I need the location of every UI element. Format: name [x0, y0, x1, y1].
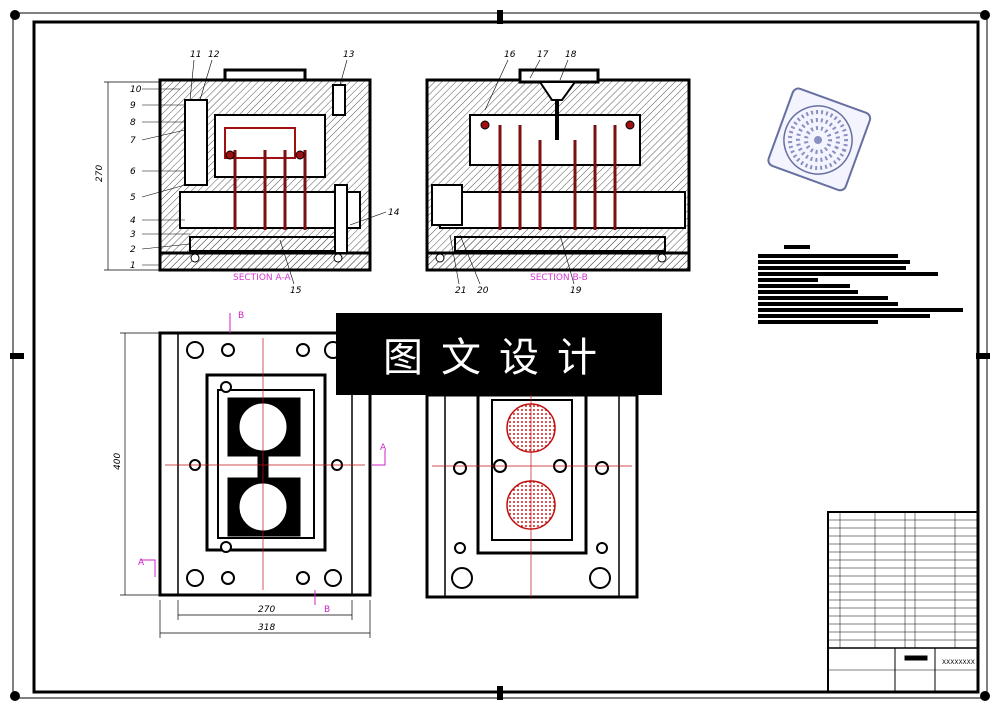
- technical-notes-redacted: [758, 245, 963, 324]
- part-label-12: 12: [208, 50, 220, 60]
- part-label-9: 9: [130, 101, 136, 111]
- marker-a-right: A: [380, 443, 387, 453]
- part-label-20: 20: [477, 286, 489, 296]
- part-label-13: 13: [343, 50, 355, 60]
- part-label-6: 6: [130, 167, 136, 177]
- title-block-drawing-code: XXXXXXXX: [942, 659, 975, 666]
- section-aa-view: [158, 68, 372, 272]
- dim-plan-height-label: 400: [113, 453, 123, 470]
- part-labels-left: 10 9 8 7 6 5 4 3 2 1 11 12 13 14 15: [130, 50, 400, 296]
- part-label-11: 11: [190, 50, 201, 60]
- part-label-4: 4: [130, 216, 136, 226]
- watermark-banner: 图文设计: [336, 313, 662, 395]
- part-label-3: 3: [130, 230, 136, 240]
- marker-a-left: A: [138, 558, 145, 568]
- part-label-8: 8: [130, 118, 136, 128]
- frame-corner-marks: [10, 10, 990, 701]
- section-aa-title: SECTION A-A: [233, 273, 292, 283]
- marker-b-bottom: B: [324, 605, 330, 615]
- part-labels-right: 16 17 18 19 20 21: [455, 50, 582, 296]
- dim-overall-height-label: 270: [95, 165, 105, 182]
- title-block: [827, 511, 979, 693]
- part-label-5: 5: [130, 193, 136, 203]
- dim-outer-width-label: 318: [258, 623, 275, 633]
- part-label-18: 18: [565, 50, 577, 60]
- plan-view-fixed-half: [425, 386, 639, 599]
- leader-lines-right: [449, 59, 575, 285]
- section-bb-title: SECTION B-B: [530, 273, 588, 283]
- part-label-19: 19: [570, 286, 582, 296]
- product-3d-view: [767, 87, 872, 192]
- part-label-14: 14: [388, 208, 400, 218]
- part-label-17: 17: [537, 50, 549, 60]
- section-bb-view: [425, 68, 691, 272]
- part-label-1: 1: [130, 261, 136, 271]
- dim-plan: [120, 332, 371, 638]
- part-label-7: 7: [130, 136, 136, 146]
- plan-view-moving-half: [158, 331, 372, 597]
- part-label-10: 10: [130, 85, 142, 95]
- dim-overall-height: [104, 81, 160, 271]
- dim-inner-width-label: 270: [258, 605, 275, 615]
- part-label-16: 16: [504, 50, 516, 60]
- marker-b-top: B: [238, 311, 244, 321]
- part-label-15: 15: [290, 286, 302, 296]
- section-cut-markers: B A A B: [138, 311, 387, 615]
- part-label-21: 21: [455, 286, 466, 296]
- part-label-2: 2: [130, 245, 136, 255]
- leader-lines-left: [141, 59, 387, 285]
